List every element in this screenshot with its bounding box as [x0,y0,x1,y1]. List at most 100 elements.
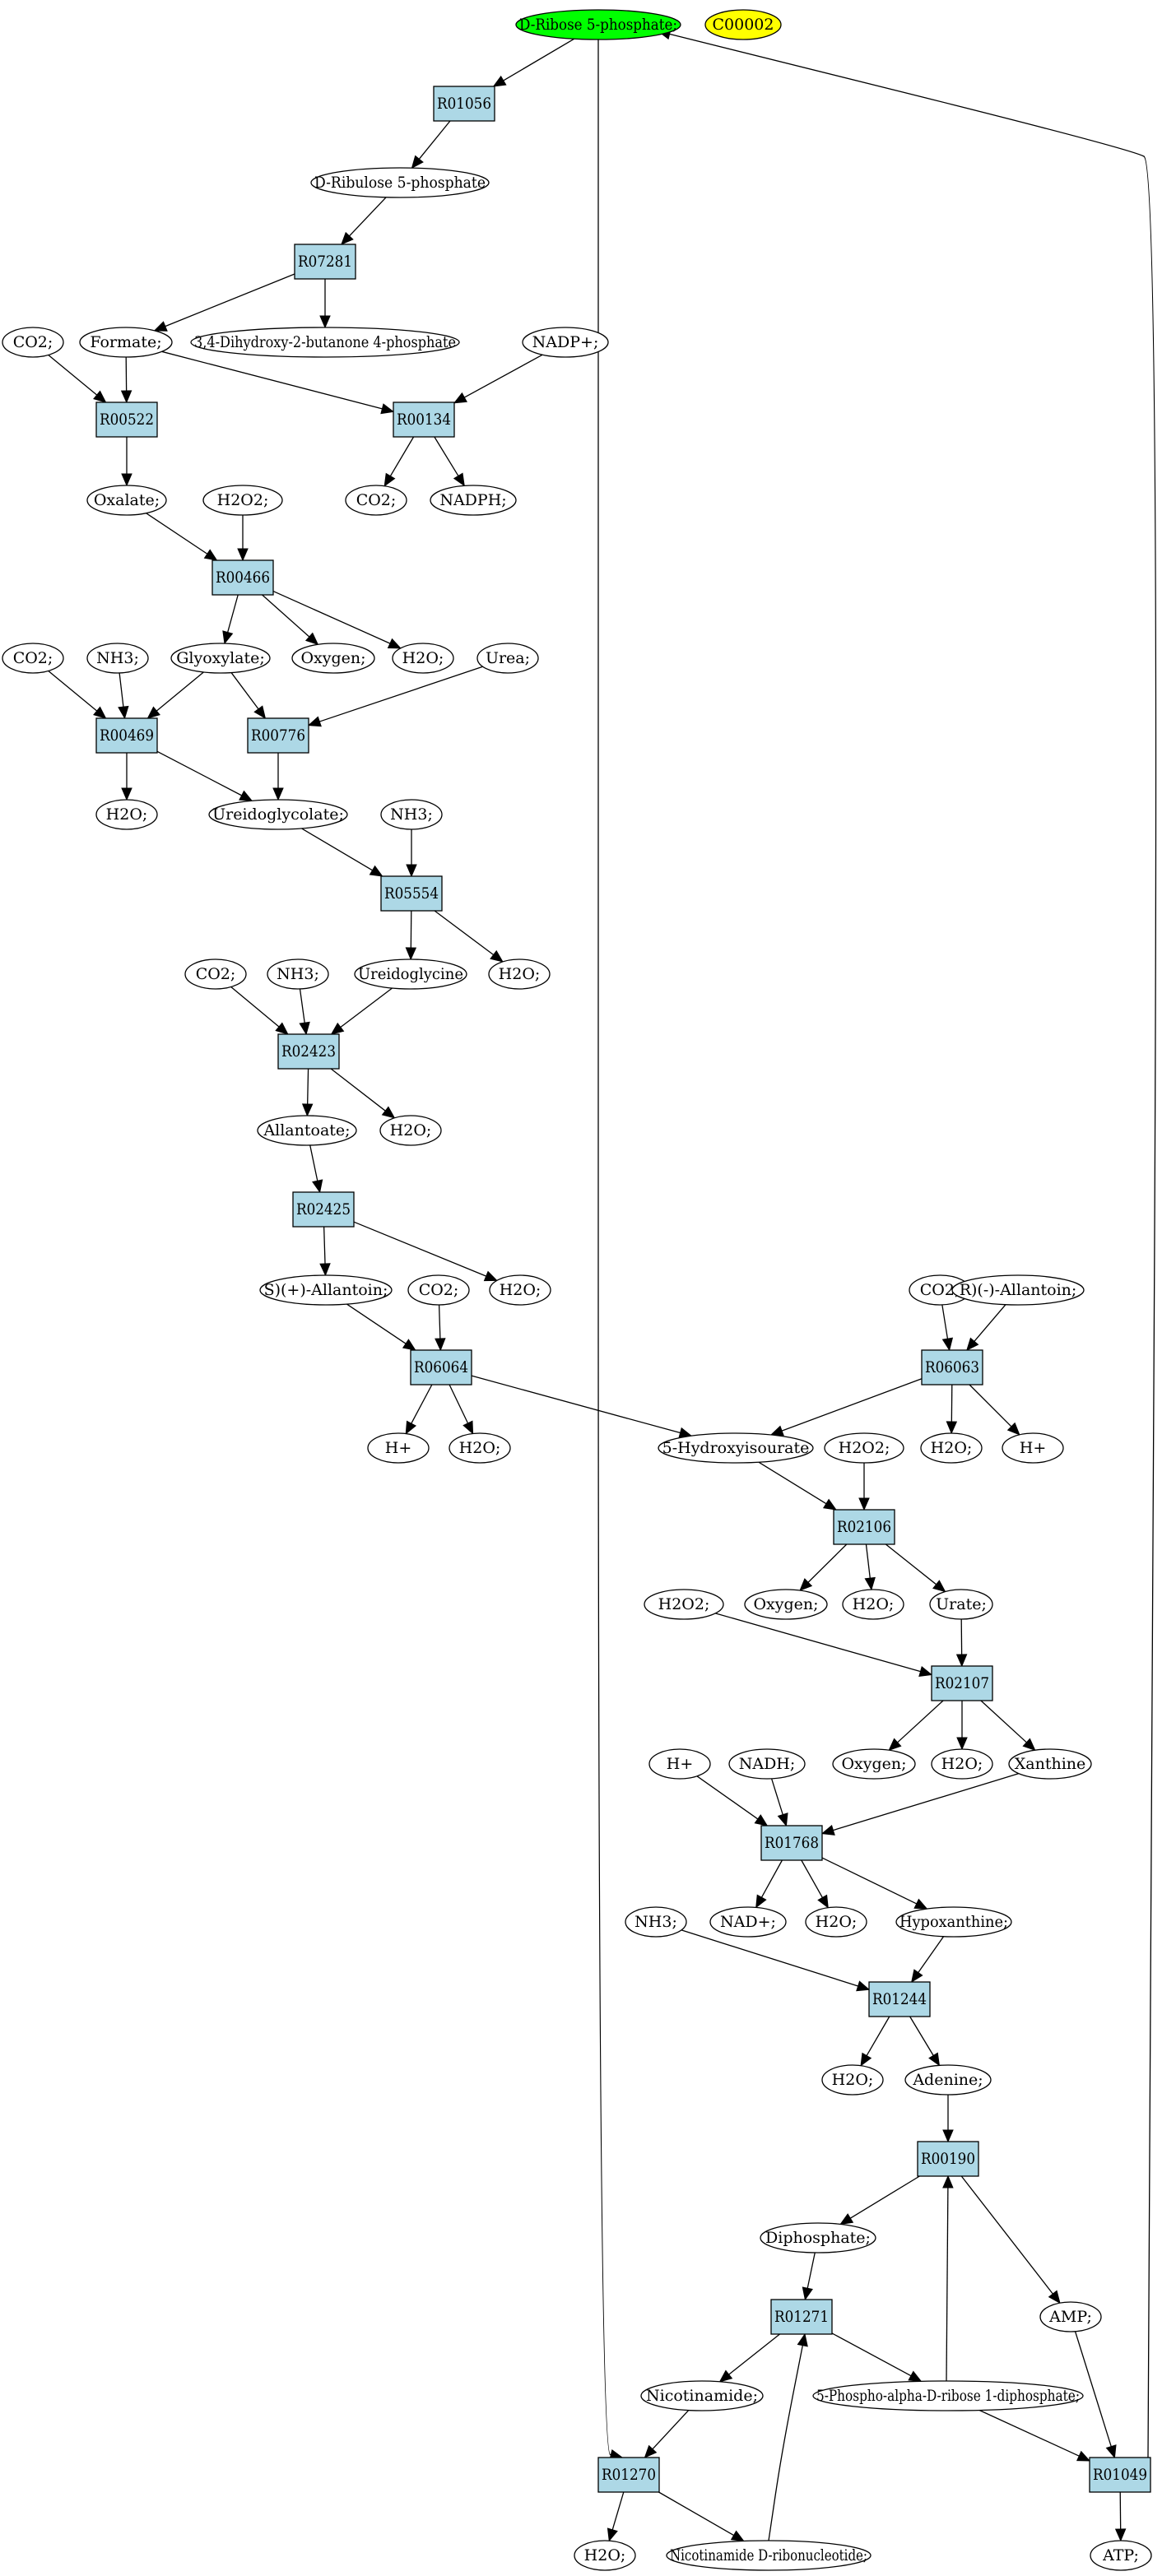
node-label: H2O; [499,965,541,983]
edge-arrowhead [858,1497,870,1511]
edge-R01270-to-h2o_l [607,2491,625,2542]
edge-s_allantoin-to-R06064 [346,1303,416,1351]
compound-ellipse [1090,2540,1152,2571]
compound-ellipse [291,643,375,674]
node-label: R01049 [1093,2466,1147,2484]
reaction-box [931,1665,993,1701]
compound-ellipse [259,1274,393,1306]
node-label: H2O; [390,1121,432,1139]
reaction-box [95,717,158,754]
compound-node-h2o_i: H2O; [931,1748,993,1780]
edge-arrowhead [820,1824,835,1836]
reaction-node-R02107: R02107 [931,1665,993,1701]
compound-ellipse [310,167,490,198]
compound-node-adenine: Adenine; [904,2064,992,2096]
reaction-box [410,1349,472,1385]
edge-ribu5p-to-R07281 [341,197,387,245]
edge-R02106-to-oxygen_b [799,1543,848,1591]
compound-ellipse [392,643,454,674]
edge-rib5p-to-R01056 [492,38,575,87]
node-label: H2O2; [217,491,269,509]
compound-node-formate: Formate; [79,327,173,358]
node-label: Oxygen; [841,1755,906,1773]
edge-arrowhead [319,315,331,329]
node-label: R02425 [296,1200,351,1218]
edge-R01270-to-nmn [658,2491,745,2542]
edge-R02106-to-h2o_h [864,1543,876,1591]
edge-R01768-to-nadplus [755,1859,783,1909]
compound-ellipse [931,1748,993,1780]
reaction-node-R01271: R01271 [770,2299,833,2335]
node-label: Glyoxylate; [176,649,265,667]
node-label: Allantoate; [263,1121,350,1139]
edge-glyoxylate-to-R00776 [230,672,267,720]
edge-R00776-to-ureidoglycolate [272,753,284,801]
compound-node-h2o_c: H2O; [488,958,551,990]
edge-arrowhead [118,705,129,720]
edge-rib5p-to-R01270 [597,39,624,2461]
reaction-node-R02423: R02423 [277,1033,340,1070]
edge-R01244-to-h2o_k [860,2016,890,2067]
compound-ellipse [1002,1432,1064,1464]
edge-hplus_c-to-R01768 [696,1775,769,1826]
compound-ellipse [951,1274,1085,1306]
edge-arrowhead [1114,2528,1127,2542]
compound-node-h2o_b: H2O; [95,799,158,830]
compound-ellipse [190,327,460,358]
edge-adenine-to-R00190 [942,2095,954,2143]
node-label: H2O; [816,1913,858,1931]
compound-ellipse [257,1115,357,1146]
compound-node-h2o_h: H2O; [842,1589,904,1620]
compound-node-hydroxyisourate: 5-Hydroxyisourate [658,1432,814,1464]
compound-ellipse [489,1274,551,1306]
compound-node-nadp: NADP+; [522,327,609,358]
compound-node-h2o_g: H2O; [920,1432,983,1464]
edge-r_allantoin-to-R06063 [966,1304,1006,1351]
compound-ellipse [170,643,271,674]
node-label: H+ [1020,1439,1047,1457]
edge-arrowhead [307,716,322,727]
compound-node-h2o2_b: H2O2; [824,1432,904,1464]
compound-node-nadph: NADPH; [430,485,517,516]
edge-R02107-to-xanthine [980,1700,1036,1752]
reaction-box [760,1825,823,1861]
compound-node-h2o_f: H2O; [449,1432,511,1464]
edge-ureidoglycine-to-R02423 [330,987,393,1035]
compound-node-nadh: NADH; [728,1748,806,1780]
edge-R06063-to-hydroxyisourate [769,1378,923,1437]
edge-arrowhead [1022,1738,1036,1752]
edge-arrowhead [932,1580,946,1593]
edge-R00466-to-h2o_a [272,590,402,649]
compound-ellipse [208,799,348,830]
edge-R01271-to-prpp [831,2332,923,2382]
node-label: AMP; [1048,2308,1092,2326]
edge-co2_d-to-R02423 [230,986,289,1035]
compound-node-xanthine: Xanthine [1008,1748,1092,1780]
edge-nh3_d-to-R01244 [681,1929,871,1992]
compound-ellipse [407,1274,470,1306]
compound-ellipse [2,327,64,358]
compound-node-oxygen_b: Oxygen; [744,1589,828,1620]
edge-arrowhead [856,1980,871,1992]
reaction-node-R00776: R00776 [247,717,309,754]
node-label: H2O; [832,2071,874,2089]
compound-ellipse [86,485,167,516]
compound-ellipse [86,643,149,674]
edge-arrowhead [405,947,417,961]
compound-node-nh3_d: NH3; [625,1906,687,1938]
node-label: Ureidoglycine [358,965,463,983]
compound-node-prpp: 5-Phospho-alpha-D-ribose 1-diphosphate; [812,2380,1084,2411]
node-label: C00002 [713,16,774,34]
edge-xanthine-to-R01768 [820,1773,1020,1836]
edge-arrowhead [769,1425,784,1437]
node-label: D-Ribulose 5-phosphate [314,174,486,192]
compound-ellipse [1039,2301,1102,2332]
edge-R02107-to-h2o_i [956,1701,968,1751]
node-label: 5-Hydroxyisourate [662,1439,810,1457]
edge-R02425-to-s_allantoin [319,1226,331,1277]
reaction-node-R01056: R01056 [433,86,495,122]
edge-nicotinamide-to-R01270 [644,2410,690,2458]
compound-node-h2o_l: H2O; [574,2540,636,2571]
compound-node-glyoxylate: Glyoxylate; [170,643,271,674]
edge-arrowhead [380,403,395,415]
